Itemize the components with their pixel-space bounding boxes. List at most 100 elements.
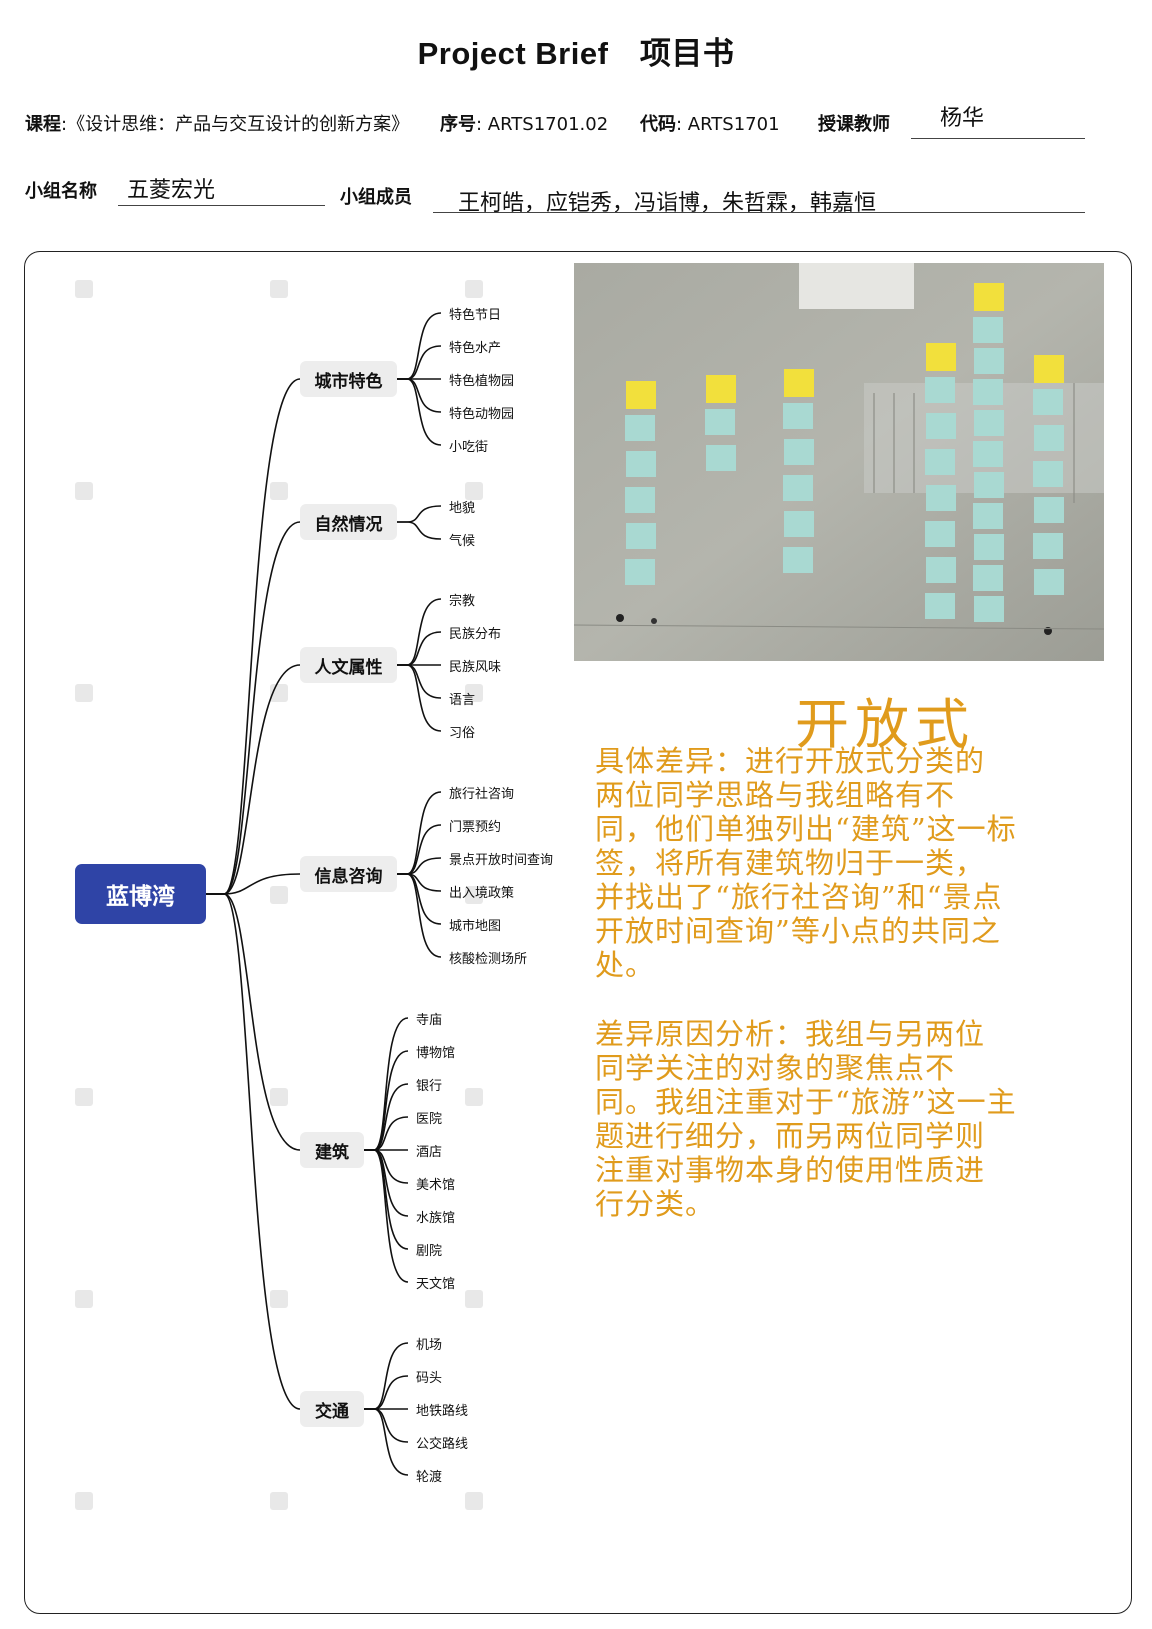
- notes-title: 开放式: [795, 693, 975, 756]
- mindmap-leaf: 特色植物园: [449, 374, 515, 389]
- group-field: 小组名称: [25, 177, 97, 203]
- group-label: 小组名称: [25, 181, 97, 202]
- code-field: 代码: ARTS1701: [640, 110, 780, 136]
- sticky-note: [705, 409, 735, 435]
- mindmap-leaf: 习俗: [449, 726, 476, 741]
- mindmap-connector: [206, 521, 301, 895]
- mindmap-leaf: 天文馆: [416, 1277, 456, 1292]
- sticky-note-header: [706, 375, 736, 403]
- sticky-note: [974, 472, 1004, 498]
- sticky-note: [926, 557, 956, 583]
- sticky-note: [926, 413, 956, 439]
- mindmap-leaf: 水族馆: [416, 1211, 456, 1226]
- mindmap-leaf: 银行: [416, 1079, 443, 1094]
- mindmap-category-node: 建筑: [300, 1132, 364, 1168]
- watermark-icon: [270, 280, 288, 298]
- mindmap-leaf: 美术馆: [416, 1178, 456, 1193]
- mindmap-leaf: 民族分布: [449, 627, 502, 642]
- sticky-note-header: [926, 343, 956, 371]
- sticky-note: [625, 415, 655, 441]
- course-label: 课程: [25, 114, 61, 135]
- group-underline: [118, 205, 325, 206]
- sticky-note: [974, 410, 1004, 436]
- mindmap-leaf: 医院: [416, 1112, 443, 1127]
- mindmap-leaf: 景点开放时间查询: [449, 853, 554, 868]
- sticky-note: [925, 521, 955, 547]
- sticky-note: [1034, 569, 1064, 595]
- watermark-icon: [75, 482, 93, 500]
- members-underline: [433, 212, 1085, 213]
- mindmap-connector: [206, 893, 301, 1151]
- sticky-note: [783, 475, 813, 501]
- watermark-icon: [75, 1088, 93, 1106]
- mindmap-connector: [397, 873, 442, 892]
- watermark-icon: [270, 1088, 288, 1106]
- seq-value: : ARTS1701.02: [476, 114, 609, 135]
- watermark-icon: [270, 886, 288, 904]
- group-value: 五菱宏光: [127, 178, 216, 203]
- teacher-underline: [911, 138, 1085, 139]
- members-label: 小组成员: [340, 187, 412, 208]
- course-value: :《设计思维：产品与交互设计的创新方案》: [61, 114, 410, 135]
- members-field: 小组成员: [340, 183, 412, 209]
- mindmap-connector: [364, 1149, 409, 1283]
- mindmap-connector: [206, 664, 301, 895]
- sticky-note: [974, 348, 1004, 374]
- mindmap-connector: [397, 873, 442, 958]
- watermark-icon: [465, 1088, 483, 1106]
- code-label: 代码: [640, 114, 676, 135]
- mindmap-leaf: 旅行社咨询: [449, 787, 515, 802]
- mindmap-leaf: 小吃街: [449, 440, 489, 455]
- sticky-note: [625, 559, 655, 585]
- mindmap-leaf: 剧院: [416, 1244, 443, 1259]
- mindmap-connector: [397, 378, 442, 446]
- watermark-icon: [465, 886, 483, 904]
- sticky-note: [783, 403, 813, 429]
- mindmap-leaf: 轮渡: [416, 1470, 443, 1485]
- mindmap-leaf: 博物馆: [416, 1046, 456, 1061]
- sticky-note: [973, 317, 1003, 343]
- mindmap-leaf: 气候: [449, 534, 476, 549]
- mindmap-leaf: 门票预约: [449, 820, 502, 835]
- watermark-icon: [465, 1290, 483, 1308]
- photo-image: [574, 263, 1104, 661]
- mindmap-leaf: 特色水产: [449, 341, 502, 356]
- sticky-note-header: [974, 283, 1004, 311]
- mindmap-connector: [397, 521, 442, 540]
- mindmap-connector: [206, 873, 301, 895]
- mindmap-leaf: 民族风味: [449, 660, 502, 675]
- mindmap-leaf: 核酸检测场所: [449, 952, 528, 967]
- watermark-icon: [270, 1492, 288, 1510]
- notes-paragraph-2: 差异原因分析：我组与另两位 同学关注的对象的聚焦点不 同。我组注重对于“旅游”这…: [595, 1017, 1017, 1221]
- sticky-note: [973, 503, 1003, 529]
- mindmap-connector: [397, 791, 442, 875]
- teacher-field: 授课教师: [818, 110, 890, 136]
- sticky-note-header: [626, 381, 656, 409]
- sticky-note-board-photo: [574, 263, 1127, 678]
- sticky-note: [784, 439, 814, 465]
- sticky-note: [1034, 425, 1064, 451]
- sticky-note-header: [1034, 355, 1064, 383]
- watermark-icon: [270, 1290, 288, 1308]
- mindmap-connector: [206, 893, 301, 1410]
- mindmap-connector: [397, 505, 442, 523]
- sticky-note: [626, 451, 656, 477]
- mindmap-leaf: 语言: [449, 693, 476, 708]
- watermark-icon: [75, 280, 93, 298]
- sticky-note: [973, 441, 1003, 467]
- sticky-note: [1033, 461, 1063, 487]
- mindmap-category-node: 人文属性: [300, 647, 397, 683]
- mindmap-category-node: 自然情况: [300, 504, 397, 540]
- seq-label: 序号: [440, 114, 476, 135]
- sticky-note: [974, 534, 1004, 560]
- mindmap-leaf: 码头: [416, 1371, 443, 1386]
- mindmap-connector: [364, 1408, 409, 1476]
- sticky-note: [973, 379, 1003, 405]
- sticky-note: [1033, 533, 1063, 559]
- course-field: 课程:《设计思维：产品与交互设计的创新方案》: [25, 110, 409, 136]
- mindmap-leaf: 地貌: [449, 501, 476, 516]
- watermark-icon: [75, 1492, 93, 1510]
- sticky-note: [925, 593, 955, 619]
- mindmap-leaf: 城市地图: [449, 919, 502, 934]
- sticky-note: [626, 523, 656, 549]
